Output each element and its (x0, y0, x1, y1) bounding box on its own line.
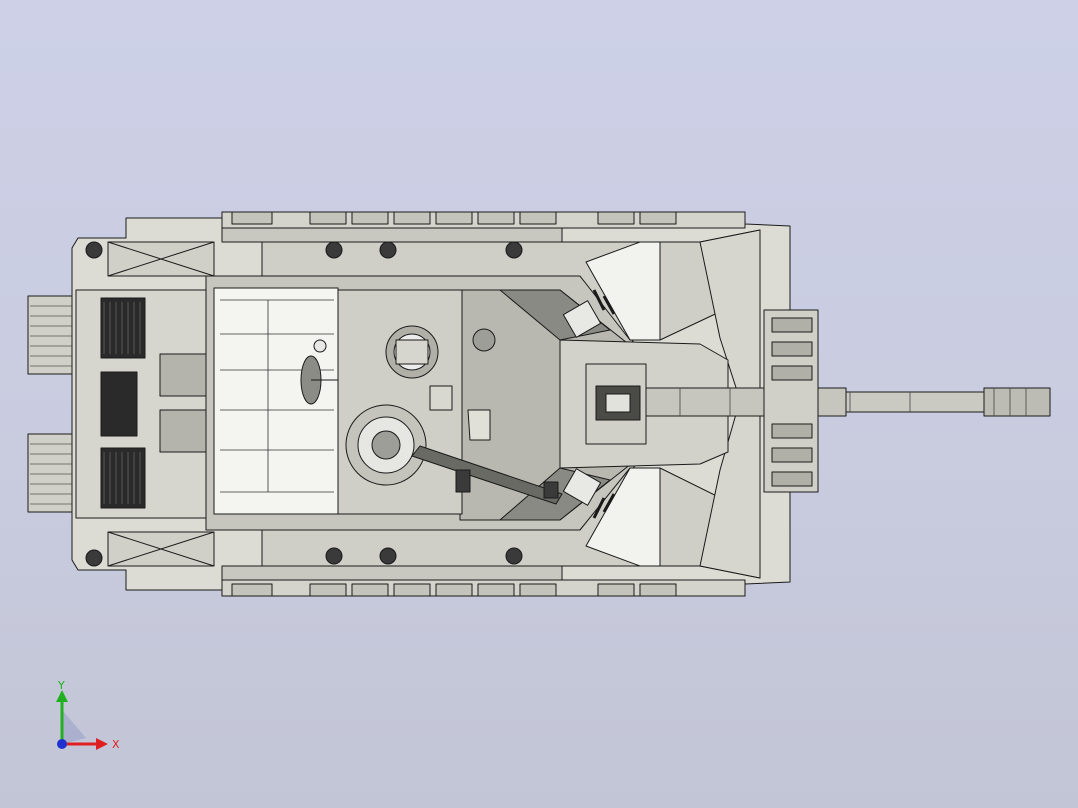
front-glacis (699, 229, 761, 579)
crate-top (107, 241, 215, 277)
hatch-lower (345, 404, 427, 486)
rear-grille-lower (100, 447, 146, 509)
track-bolts (325, 241, 523, 565)
satellite-dish (300, 339, 350, 405)
axis-y-label: Y (57, 680, 65, 692)
smoke-launcher-top (562, 289, 616, 338)
fender-bottom (221, 579, 746, 597)
periscope-port (472, 328, 496, 352)
hatch-upper (385, 325, 439, 379)
rear-bolts (85, 241, 103, 567)
deck-plate-small (467, 409, 491, 441)
machine-gun (411, 445, 563, 505)
gun-mantlet (585, 363, 647, 445)
sight-box (429, 385, 453, 411)
smoke-launcher-bottom (562, 468, 616, 519)
tank-model (27, 211, 1051, 597)
rear-grille-upper (100, 297, 146, 359)
fender-top (221, 211, 746, 229)
axis-y-arrow-icon (56, 690, 68, 702)
rear-grille-center (100, 371, 138, 437)
front-plate-white-top (585, 241, 661, 341)
side-rail-top (221, 227, 563, 243)
rear-exhaust-lower (27, 433, 75, 513)
crate-bottom (107, 531, 215, 567)
axis-xy-plane-icon (62, 710, 86, 744)
side-rail-bottom (221, 565, 563, 581)
main-gun-barrel (645, 387, 1051, 417)
axis-x-label: X (112, 738, 120, 751)
axis-triad: Y X (56, 680, 120, 751)
front-plate-white-bottom (585, 467, 661, 567)
crew-compartment (213, 287, 339, 515)
axis-z-origin-icon (57, 739, 67, 749)
axis-x-arrow-icon (96, 738, 108, 750)
rear-exhaust-upper (27, 295, 75, 375)
front-rack (763, 309, 819, 493)
